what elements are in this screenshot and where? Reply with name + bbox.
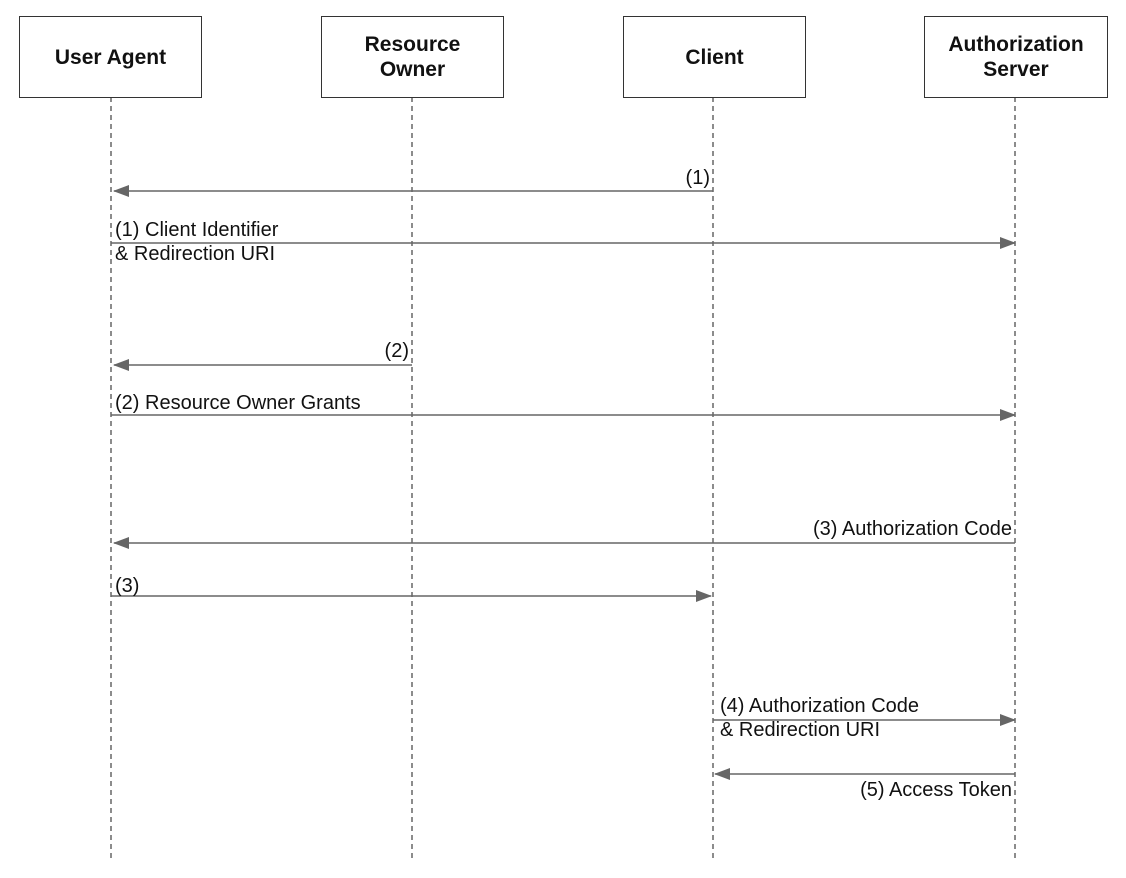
actor-client: Client bbox=[623, 16, 806, 98]
actor-user-agent: User Agent bbox=[19, 16, 202, 98]
label-msg-1-client-identifier: (1) Client Identifier & Redirection URI bbox=[115, 219, 279, 265]
label-msg-1-redirect: (1) bbox=[685, 167, 710, 189]
label-msg-3-forward: (3) bbox=[115, 575, 140, 597]
label-msg-5-access-token: (5) Access Token bbox=[860, 779, 1012, 801]
actor-resource-owner: Resource Owner bbox=[321, 16, 504, 98]
label-msg-2-prompt: (2) bbox=[384, 340, 409, 362]
label-msg-3-authorization-code: (3) Authorization Code bbox=[812, 518, 1012, 540]
label-msg-4-code-exchange: (4) Authorization Code & Redirection URI bbox=[720, 695, 920, 741]
actor-authorization-server: Authorization Server bbox=[924, 16, 1108, 98]
label-msg-2-grants: (2) Resource Owner Grants bbox=[115, 392, 361, 414]
